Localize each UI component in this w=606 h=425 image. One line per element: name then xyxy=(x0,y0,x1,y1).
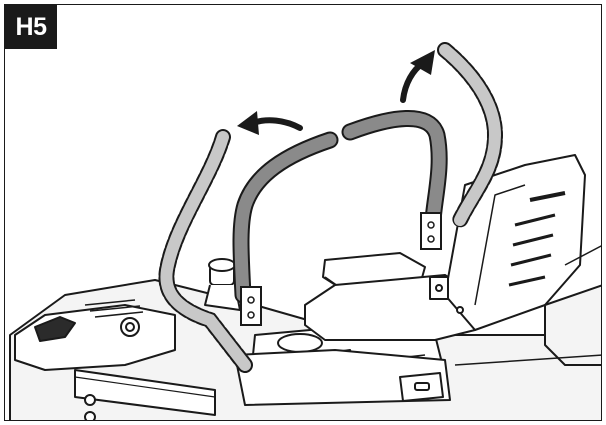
instruction-panel: H5 xyxy=(4,4,602,421)
arrow-left-icon xyxy=(237,111,303,135)
mower-illustration xyxy=(9,42,601,420)
rops-ghost-left xyxy=(158,129,253,373)
mower-body xyxy=(9,154,601,420)
rops-ghost-right xyxy=(437,42,504,228)
arrow-up-right-icon xyxy=(400,50,435,103)
rops-bar-left xyxy=(232,131,339,326)
rops-bar-right xyxy=(341,109,448,250)
step-label-badge: H5 xyxy=(5,5,57,49)
